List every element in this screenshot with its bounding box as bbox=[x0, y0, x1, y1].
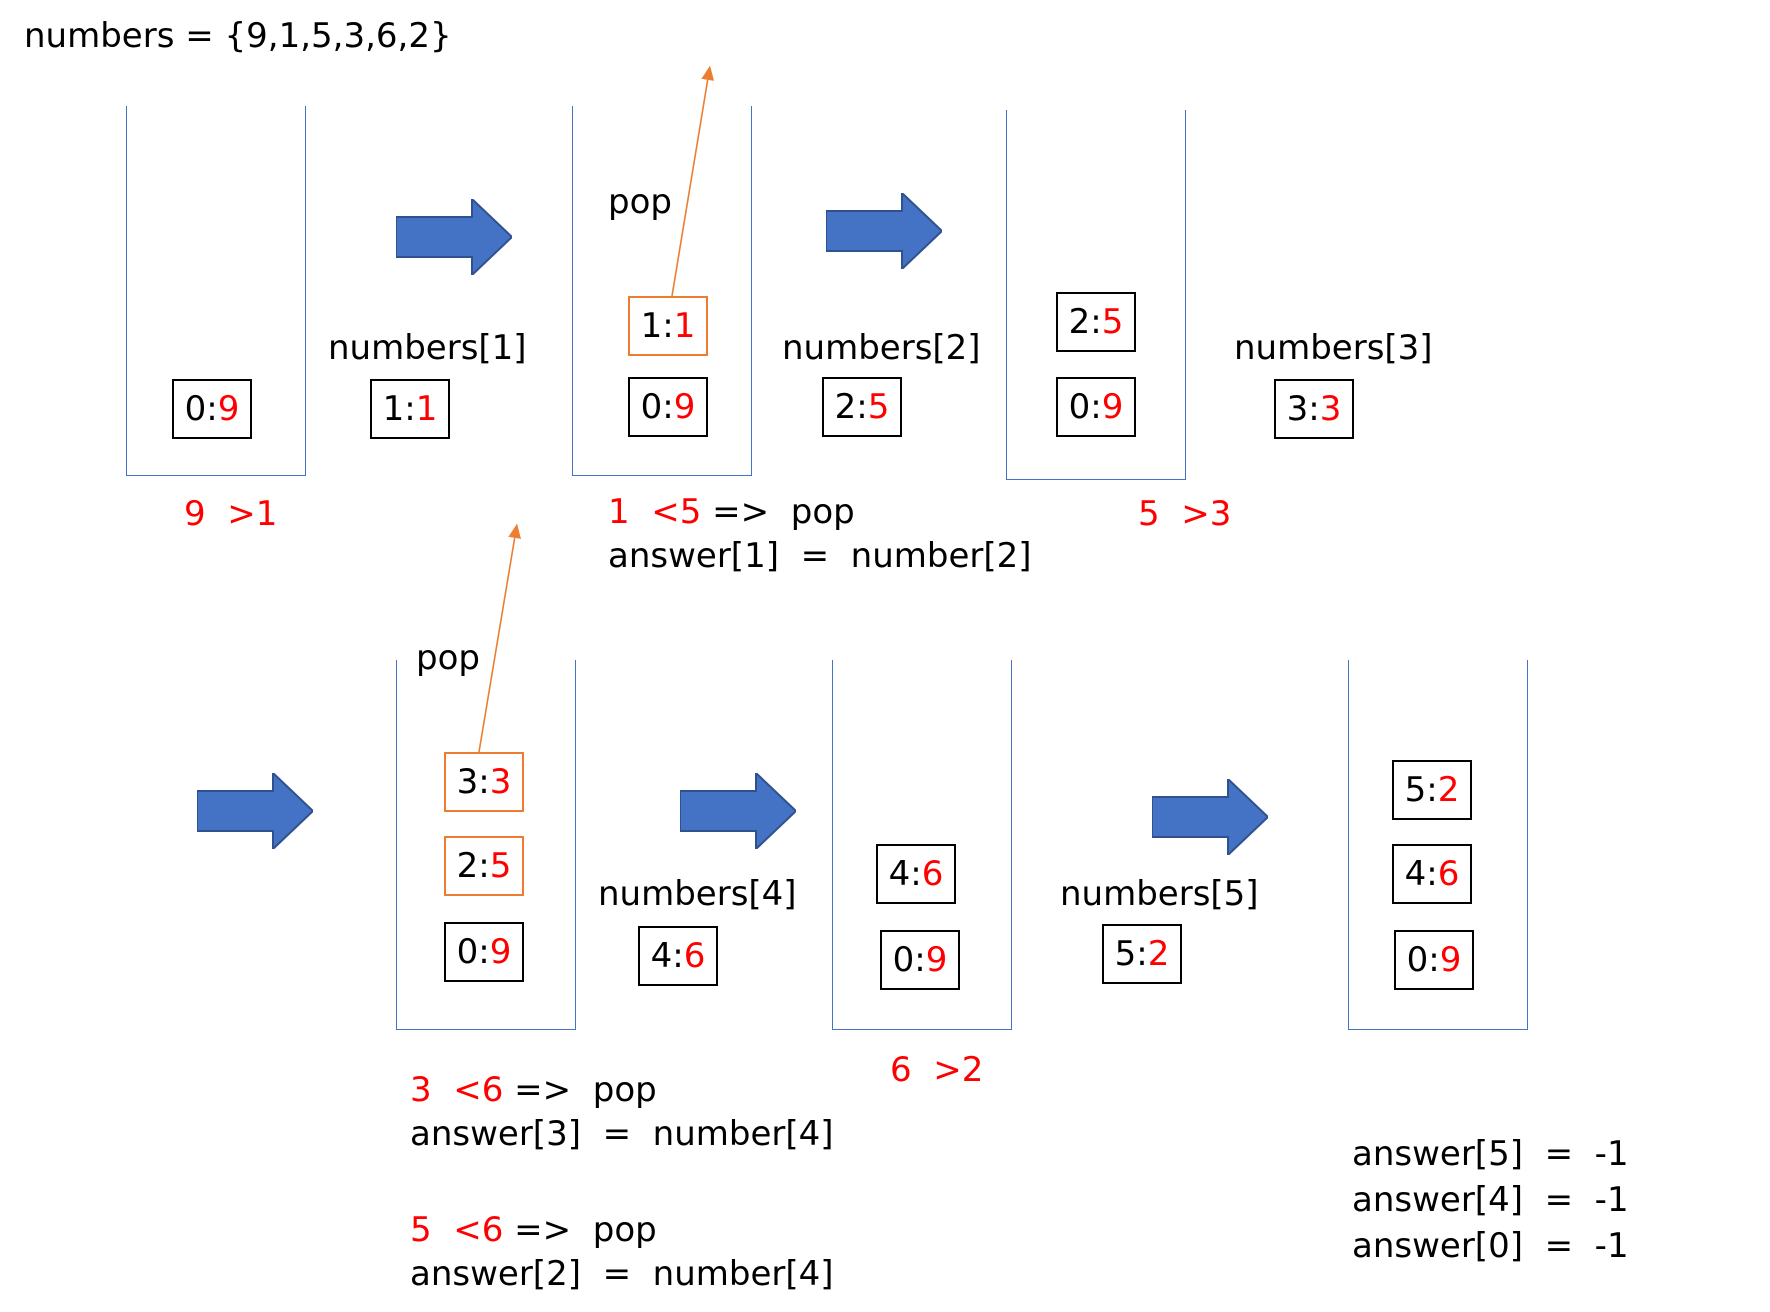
stack-step-4 bbox=[396, 660, 576, 1030]
comparison-label: 6 >2 bbox=[890, 1050, 984, 1090]
array-title: numbers = {9,1,5,3,6,2} bbox=[24, 16, 452, 56]
stack-cell: 4:6 bbox=[876, 844, 956, 904]
final-answer: answer[0] = -1 bbox=[1352, 1226, 1629, 1266]
input-cell: 1:1 bbox=[370, 379, 450, 439]
stack-step-1 bbox=[126, 106, 306, 476]
input-label: numbers[4] bbox=[598, 874, 797, 914]
stack-cell: 0:9 bbox=[628, 377, 708, 437]
pop-arrow bbox=[478, 523, 521, 753]
answer-line: answer[3] = number[4] bbox=[410, 1114, 834, 1154]
pop-label: pop bbox=[416, 638, 480, 678]
popped-cell: 3:3 bbox=[444, 752, 524, 812]
right-arrow-icon bbox=[680, 773, 796, 849]
stack-cell: 0:9 bbox=[444, 922, 524, 982]
input-cell: 3:3 bbox=[1274, 379, 1354, 439]
input-label: numbers[1] bbox=[328, 328, 527, 368]
input-cell: 2:5 bbox=[822, 377, 902, 437]
pop-label: pop bbox=[608, 182, 672, 222]
pop-arrow bbox=[671, 65, 715, 297]
stack-cell: 0:9 bbox=[1056, 377, 1136, 437]
answer-line: answer[2] = number[4] bbox=[410, 1254, 834, 1294]
right-arrow-icon bbox=[1152, 779, 1268, 855]
stack-step-5 bbox=[832, 660, 1012, 1030]
right-arrow-icon bbox=[396, 199, 512, 275]
comparison-line: 5 <6 => pop bbox=[410, 1210, 657, 1250]
input-label: numbers[3] bbox=[1234, 328, 1433, 368]
final-answer: answer[5] = -1 bbox=[1352, 1134, 1629, 1174]
stack-cell: 4:6 bbox=[1392, 844, 1472, 904]
final-answer: answer[4] = -1 bbox=[1352, 1180, 1629, 1220]
comparison-label: 5 >3 bbox=[1138, 494, 1232, 534]
input-cell: 5:2 bbox=[1102, 924, 1182, 984]
input-label: numbers[5] bbox=[1060, 874, 1259, 914]
stack-cell: 2:5 bbox=[1056, 292, 1136, 352]
stack-cell: 5:2 bbox=[1392, 760, 1472, 820]
right-arrow-icon bbox=[826, 193, 942, 269]
comparison-label: 9 >1 bbox=[184, 494, 278, 534]
stack-step-6 bbox=[1348, 660, 1528, 1030]
input-cell: 4:6 bbox=[638, 926, 718, 986]
stack-cell: 0:9 bbox=[880, 930, 960, 990]
answer-line: answer[1] = number[2] bbox=[608, 536, 1032, 576]
comparison-line: 1 <5 => pop bbox=[608, 492, 855, 532]
stack-cell: 0:9 bbox=[172, 379, 252, 439]
input-label: numbers[2] bbox=[782, 328, 981, 368]
stack-cell: 0:9 bbox=[1394, 930, 1474, 990]
comparison-line: 3 <6 => pop bbox=[410, 1070, 657, 1110]
right-arrow-icon bbox=[197, 773, 313, 849]
stack-step-3 bbox=[1006, 110, 1186, 480]
popped-cell: 2:5 bbox=[444, 836, 524, 896]
stack-step-2 bbox=[572, 106, 752, 476]
popped-cell: 1:1 bbox=[628, 296, 708, 356]
